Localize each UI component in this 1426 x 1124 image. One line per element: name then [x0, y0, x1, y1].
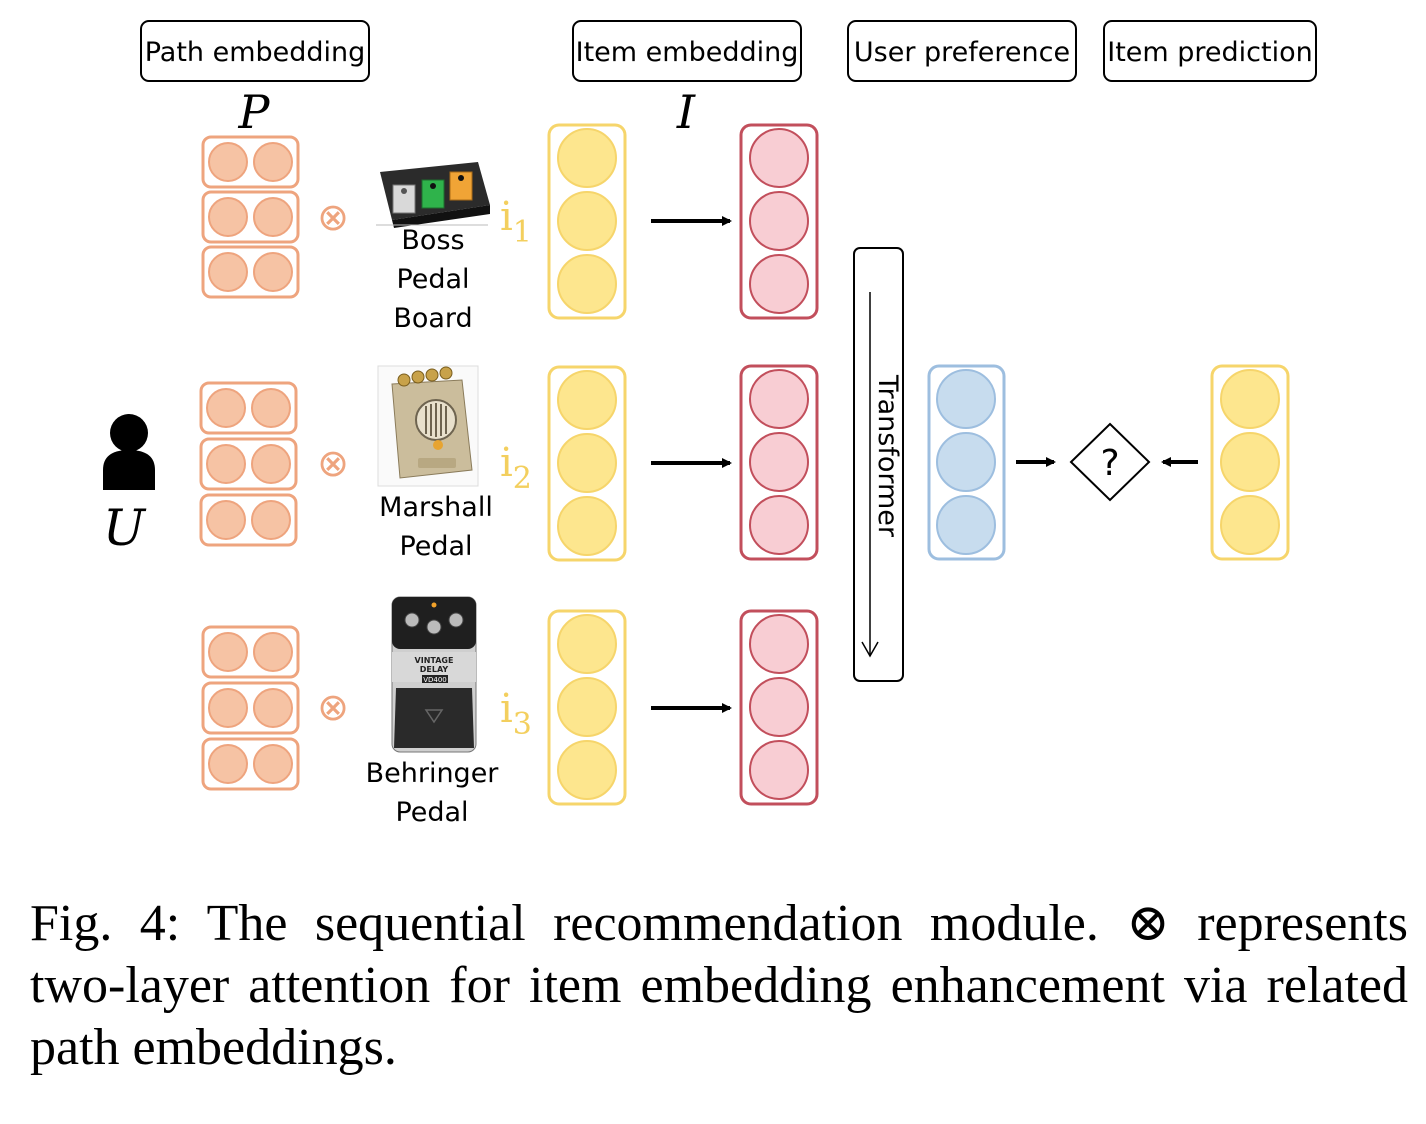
item-embedding-column-3 [547, 609, 627, 806]
otimes-operator-3: ⊗ [317, 685, 349, 729]
header-item-embedding-label: Item embedding [576, 37, 799, 68]
transformer-block: Transformer [853, 247, 904, 682]
enhanced-item-column-1 [739, 123, 819, 320]
marshall-pedal-image [377, 365, 479, 487]
behringer-delay-text: DELAY [420, 665, 449, 674]
symbol-p: P [238, 85, 271, 139]
behringer-model-text: VD400 [423, 676, 447, 684]
item-label-i2-base: i [500, 440, 513, 486]
path-embedding-block-3 [201, 625, 300, 791]
header-user-preference-label: User preference [854, 37, 1070, 68]
item-3-name-line-2: Pedal [395, 797, 468, 828]
item-label-i1-base: i [500, 194, 513, 240]
transformer-label: Transformer [872, 374, 903, 538]
prediction-diamond: ? [1069, 422, 1151, 502]
item-label-i2: i2 [500, 440, 532, 496]
header-item-prediction-label: Item prediction [1107, 37, 1313, 68]
user-preference-column [927, 364, 1006, 561]
item-label-i2-subscript: 2 [513, 461, 532, 496]
item-embedding-column-1 [547, 123, 627, 320]
item-2-name-line-2: Pedal [399, 531, 472, 562]
item-label-i3-base: i [500, 686, 513, 732]
enhanced-item-column-2 [739, 364, 819, 561]
item-label-i1-subscript: 1 [513, 215, 532, 250]
item-1-name-line-2: Pedal [396, 264, 469, 295]
otimes-operator-2: ⊗ [317, 441, 349, 485]
figure-caption: Fig. 4: The sequential recommendation mo… [30, 895, 1408, 1076]
behringer-pedal-image: VINTAGE DELAY VD400 [391, 596, 477, 753]
prediction-question-mark: ? [1100, 443, 1119, 484]
item-2-name-line-1: Marshall [379, 492, 493, 523]
item-label-i3: i3 [500, 686, 532, 742]
header-path-embedding: Path embedding [140, 20, 370, 82]
item-1-name-line-1: Boss [401, 225, 464, 256]
path-embedding-block-2 [199, 381, 298, 547]
otimes-operator-1: ⊗ [317, 195, 349, 239]
recommendation-diagram: Path embedding Item embedding User prefe… [103, 20, 1317, 828]
item-prediction-column [1210, 364, 1290, 561]
item-label-i3-subscript: 3 [513, 707, 532, 742]
symbol-u: U [103, 499, 147, 557]
header-path-embedding-label: Path embedding [145, 37, 366, 68]
header-item-prediction: Item prediction [1103, 20, 1317, 82]
item-1-name-line-3: Board [393, 303, 472, 334]
path-embedding-block-1 [201, 135, 300, 299]
item-3-name-line-1: Behringer [366, 758, 500, 789]
header-item-embedding: Item embedding [572, 20, 802, 82]
symbol-i: I [676, 85, 696, 139]
boss-pedal-board-image [376, 162, 490, 228]
user-icon [103, 414, 155, 490]
enhanced-item-column-3 [739, 609, 819, 806]
behringer-vintage-text: VINTAGE [415, 656, 454, 665]
header-user-preference: User preference [847, 20, 1077, 82]
item-embedding-column-2 [547, 365, 627, 562]
item-label-i1: i1 [500, 194, 532, 250]
